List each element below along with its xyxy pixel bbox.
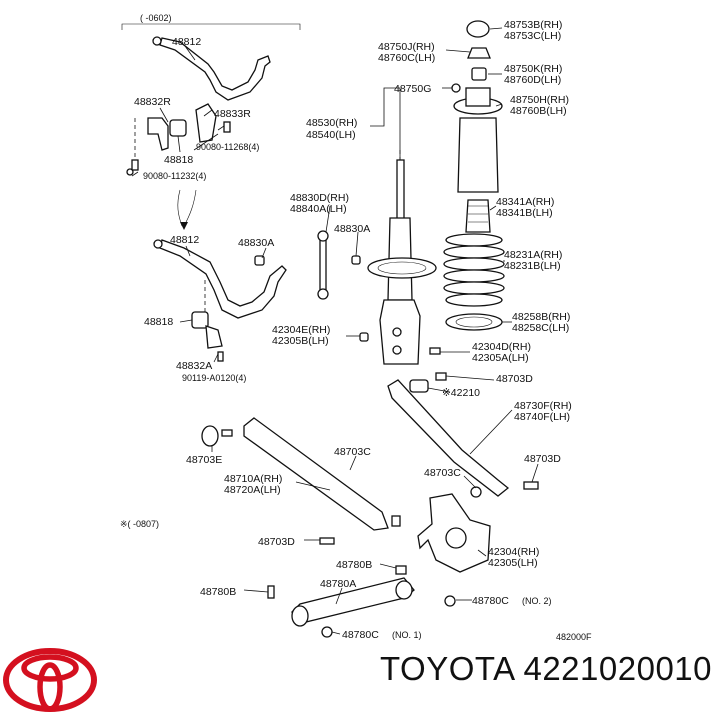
label-48753c: 48753C(LH) [504, 30, 561, 42]
label-48750h: 48750H(RH) [510, 94, 569, 106]
label-48780c-a-note: (NO. 2) [522, 596, 552, 606]
label-48258c: 48258C(LH) [512, 322, 569, 334]
label-48833r: 48833R [214, 108, 251, 120]
figure-code: 482000F [556, 632, 592, 642]
label-48703c-a: 48703C [334, 446, 371, 458]
label-42304e: 42304E(RH) [272, 324, 330, 336]
upper-lateral-arm [387, 372, 539, 498]
label-48760d: 48760D(LH) [504, 74, 561, 86]
label-48830a: 48830A [238, 237, 274, 249]
leader-lines [131, 27, 539, 635]
label-90080-11268: 90080-11268(4) [196, 142, 259, 152]
arrow-down [177, 189, 197, 230]
label-48341b: 48341B(LH) [496, 207, 553, 219]
label-48750k: 48750K(RH) [504, 63, 562, 75]
carrier-knuckle [395, 493, 491, 575]
label-48830d: 48830D(RH) [290, 192, 349, 204]
label-42210: ※42210 [442, 387, 480, 399]
shock-absorber [367, 150, 437, 365]
label-48703c-b: 48703C [424, 467, 461, 479]
label-48341a: 48341A(RH) [496, 196, 554, 208]
brand-part-number: TOYOTA 4221020010 [380, 650, 712, 688]
label-90119: 90119-A0120(4) [182, 373, 246, 383]
label-48740f: 48740F(LH) [514, 411, 570, 423]
label-48231b: 48231B(LH) [504, 260, 561, 272]
label-48703d-b: 48703D [524, 453, 561, 465]
label-48540: 48540(LH) [306, 129, 356, 141]
stabilizer-link [317, 230, 441, 355]
part-number-text: 4221020010 [523, 650, 712, 687]
part-labels: 48812 48832R 48833R 48818 90080-11268(4)… [120, 19, 592, 642]
label-42304d: 42304D(RH) [472, 341, 531, 353]
coil-spring [443, 233, 505, 331]
stabilizer-bar-mid [153, 239, 287, 362]
label-42305: 42305(LH) [488, 557, 538, 569]
label-48530: 48530(RH) [306, 117, 357, 129]
label-48832r: 48832R [134, 96, 171, 108]
label-48780c-b: 48780C [342, 629, 379, 641]
footer-note: ※( -0807) [120, 519, 159, 529]
label-48720a: 48720A(LH) [224, 484, 281, 496]
label-48703d-a: 48703D [496, 373, 533, 385]
toyota-logo [3, 648, 97, 712]
header-range-label: ( -0602) [140, 13, 172, 23]
label-48780a: 48780A [320, 578, 356, 590]
label-90080-11232: 90080-11232(4) [143, 171, 206, 181]
bolts-top [126, 118, 231, 176]
label-48258b: 48258B(RH) [512, 311, 570, 323]
label-48818-low: 48818 [144, 316, 173, 328]
label-48703d-c: 48703D [258, 536, 295, 548]
label-48780b-b: 48780B [200, 586, 236, 598]
lower-arm-rear [267, 577, 456, 638]
brand-name-text: TOYOTA [379, 650, 514, 687]
strut-parts-stack [451, 20, 503, 233]
label-48840a: 48840A(LH) [290, 203, 347, 215]
label-48760b: 48760B(LH) [510, 105, 567, 117]
label-42305a: 42305A(LH) [472, 352, 529, 364]
label-48832a: 48832A [176, 360, 212, 372]
label-48703e: 48703E [186, 454, 222, 466]
label-42305b: 42305B(LH) [272, 335, 329, 347]
label-48750g: 48750G [394, 83, 431, 95]
label-48710a: 48710A(RH) [224, 473, 282, 485]
label-48812-mid: 48812 [170, 234, 199, 246]
stabilizer-bushing-top [147, 103, 217, 151]
label-48780c-b-note: (NO. 1) [392, 630, 422, 640]
label-48780b-a: 48780B [336, 559, 372, 571]
label-48812-top: 48812 [172, 36, 201, 48]
stabilizer-bar-top [152, 36, 271, 101]
label-42304: 42304(RH) [488, 546, 539, 558]
label-48760c: 48760C(LH) [378, 52, 435, 64]
label-48730f: 48730F(RH) [514, 400, 572, 412]
label-48753b: 48753B(RH) [504, 19, 562, 31]
label-48780c-a: 48780C [472, 595, 509, 607]
label-48750j: 48750J(RH) [378, 41, 435, 53]
label-48830a-link: 48830A [334, 223, 370, 235]
header-bracket: ( -0602) [121, 13, 301, 30]
label-48231a: 48231A(RH) [504, 249, 562, 261]
label-48818-top: 48818 [164, 154, 193, 166]
lower-arm-left [201, 417, 401, 545]
